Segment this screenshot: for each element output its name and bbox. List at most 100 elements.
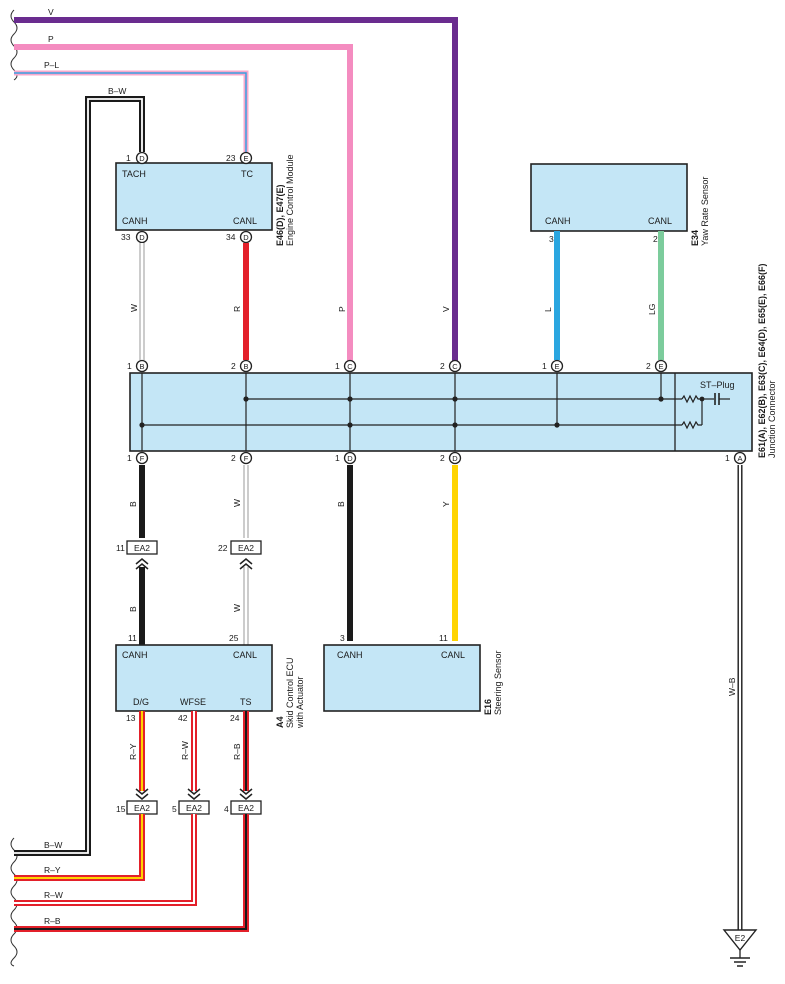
ecm-title: E46(D), E47(E) Engine Control Module — [275, 154, 295, 246]
steer-title: E16 Steering Sensor — [483, 650, 503, 715]
wire-ry-lower-tracer — [14, 814, 143, 879]
skid-pin-24: 24 — [230, 713, 240, 723]
ecm-box — [115, 162, 273, 231]
label-w-upper: W — [232, 499, 242, 507]
svg-text:15: 15 — [116, 804, 126, 814]
bottom-label-rb: R–B — [44, 916, 61, 926]
ea2-connector-22: 22 EA2 — [218, 540, 262, 570]
svg-text:F: F — [140, 454, 145, 463]
svg-text:E: E — [554, 362, 559, 371]
jc-bottom-pin-1f: 1 F — [127, 451, 149, 465]
ecm-pin-23: 23 E — [226, 151, 253, 165]
skid-title: A4 Skid Control ECU with Actuator — [275, 657, 305, 729]
svg-text:EA2: EA2 — [134, 543, 150, 553]
svg-text:22: 22 — [218, 543, 228, 553]
svg-text:B: B — [139, 362, 144, 371]
skid-wfse: WFSE — [180, 697, 206, 707]
svg-text:Skid Control ECU: Skid Control ECU — [285, 657, 295, 728]
jc-top-pin-2b: 2 B — [231, 359, 253, 373]
wire-p — [14, 44, 353, 362]
steer-canl: CANL — [441, 650, 465, 660]
svg-text:EA2: EA2 — [134, 803, 150, 813]
svg-text:2: 2 — [231, 361, 236, 371]
jc-st-plug: ST–Plug — [700, 380, 735, 390]
svg-text:A4: A4 — [275, 716, 285, 728]
jc-top-pin-1b: 1 B — [127, 359, 149, 373]
svg-text:Junction Connector: Junction Connector — [767, 380, 777, 458]
yaw-canl: CANL — [648, 216, 672, 226]
svg-text:1: 1 — [542, 361, 547, 371]
label-b-upper: B — [128, 501, 138, 507]
left-break-marks — [10, 9, 18, 967]
svg-text:with Actuator: with Actuator — [295, 676, 305, 729]
yaw-title: E34 Yaw Rate Sensor — [690, 177, 710, 246]
yaw-pin-3: 3 — [549, 234, 554, 244]
skid-canh: CANH — [122, 650, 148, 660]
svg-text:33: 33 — [121, 232, 131, 242]
svg-text:V: V — [441, 306, 451, 312]
skid-pin-11: 11 — [128, 633, 137, 643]
skid-canl: CANL — [233, 650, 257, 660]
label-lg: LG — [647, 304, 657, 315]
jc-title: E61(A), E62(B), E63(C), E64(D), E65(E), … — [757, 263, 777, 458]
svg-text:E2: E2 — [735, 933, 746, 943]
ecm-canl: CANL — [233, 216, 257, 226]
svg-text:F: F — [244, 454, 249, 463]
steer-canh: CANH — [337, 650, 363, 660]
skid-ecu-box — [115, 644, 273, 712]
label-b-lower: B — [128, 606, 138, 612]
ground-e2: E2 — [722, 929, 758, 967]
steer-pin-11: 11 — [439, 633, 448, 643]
wire-p-label: P — [48, 34, 54, 44]
label-w-ecm: W — [129, 304, 139, 312]
svg-text:EA2: EA2 — [238, 803, 254, 813]
ecm-tach: TACH — [122, 169, 146, 179]
svg-text:P: P — [337, 306, 347, 312]
svg-text:1: 1 — [127, 453, 132, 463]
jc-top-pin-1e: 1 E — [542, 359, 564, 373]
wire-ry-lower — [14, 814, 145, 881]
jc-bottom-pin-1a: 1 A — [725, 451, 747, 465]
svg-text:11: 11 — [116, 543, 125, 553]
svg-text:5: 5 — [172, 804, 177, 814]
wire-rw-lower-tracer — [14, 814, 195, 904]
svg-text:1: 1 — [335, 453, 340, 463]
ea2-connector-4: 4 EA2 — [224, 788, 262, 815]
svg-text:D: D — [139, 233, 145, 242]
svg-text:23: 23 — [226, 153, 236, 163]
skid-ts: TS — [240, 697, 252, 707]
wire-pl-label: P–L — [44, 60, 59, 70]
svg-text:R–B: R–B — [232, 743, 242, 760]
svg-text:D: D — [452, 454, 458, 463]
jc-bottom-pin-2f: 2 F — [231, 451, 253, 465]
jc-internal-bus — [139, 373, 730, 451]
wire-rb-lower-tracer — [14, 814, 247, 930]
svg-text:2: 2 — [440, 453, 445, 463]
ecm-tc: TC — [241, 169, 253, 179]
svg-text:LG: LG — [647, 304, 657, 315]
yaw-box — [530, 163, 688, 232]
label-wb: W–B — [727, 677, 737, 696]
bottom-label-bw: B–W — [44, 840, 62, 850]
label-b-steer: B — [336, 501, 346, 507]
junction-connector-box — [129, 372, 753, 452]
svg-text:B: B — [243, 362, 248, 371]
svg-text:E16: E16 — [483, 699, 493, 715]
svg-text:2: 2 — [231, 453, 236, 463]
jc-bottom-pin-1d: 1 D — [335, 451, 357, 465]
ea2-connector-5: 5 EA2 — [172, 788, 210, 815]
wire-pl-tracer — [14, 72, 247, 152]
label-l: L — [543, 307, 553, 312]
svg-text:L: L — [543, 307, 553, 312]
svg-text:1: 1 — [127, 361, 132, 371]
svg-text:EA2: EA2 — [186, 803, 202, 813]
bottom-label-ry: R–Y — [44, 865, 61, 875]
svg-text:Steering Sensor: Steering Sensor — [493, 650, 503, 715]
jc-bottom-pin-2d: 2 D — [440, 451, 462, 465]
label-ry-upper: R–Y — [128, 743, 138, 760]
steer-pin-3: 3 — [340, 633, 345, 643]
wire-v-label: V — [48, 7, 54, 17]
jc-top-pin-1c: 1 C — [335, 359, 357, 373]
ecm-canh: CANH — [122, 216, 148, 226]
